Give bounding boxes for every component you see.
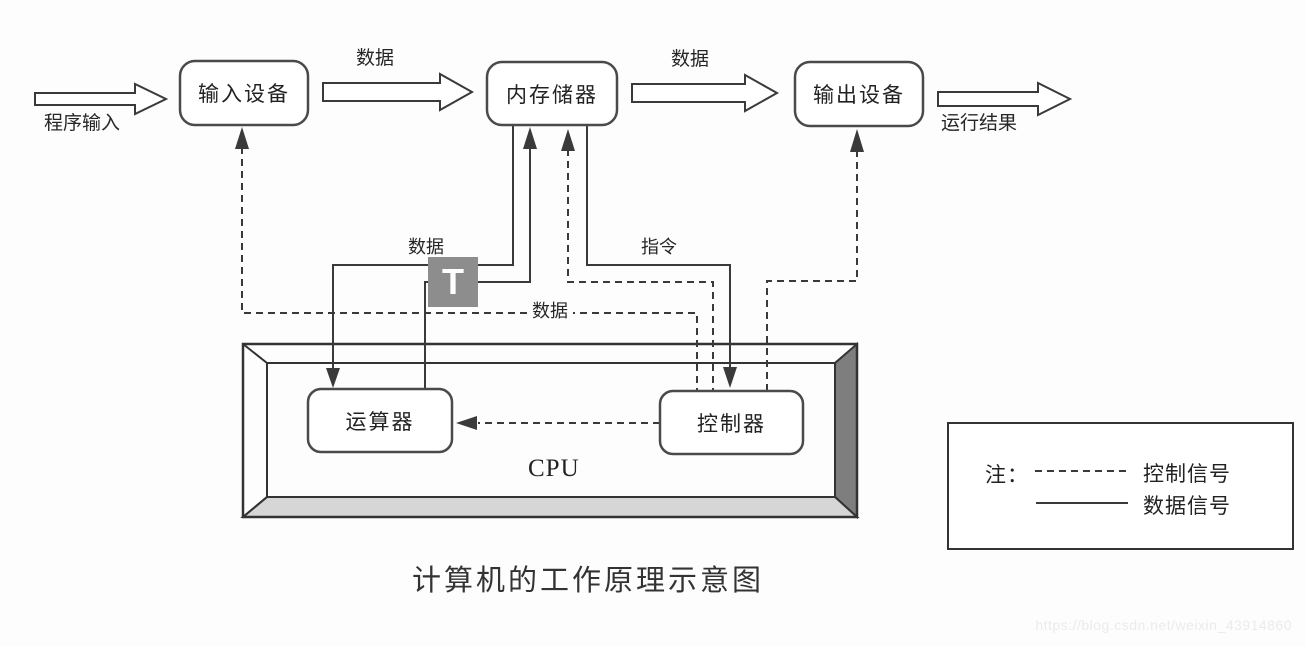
arrowhead-left-alu-icon	[456, 416, 477, 430]
dashed-controller-to-output	[766, 150, 858, 391]
box-controller	[658, 389, 805, 456]
cpu-bevel-right	[834, 341, 858, 520]
run-result-label: 运行结果	[941, 113, 1018, 134]
block-arrow-data-out-icon	[631, 73, 780, 113]
box-input-device	[178, 59, 310, 127]
input-device-label: 输入设备	[198, 83, 290, 106]
alu-label: 运算器	[345, 410, 415, 434]
output-device-label: 输出设备	[813, 84, 905, 107]
cpu-label: CPU	[528, 455, 580, 482]
cpu-bevel-bottom	[240, 496, 860, 518]
cpu-corner-bottomleft	[242, 496, 268, 518]
line-memory-to-controller	[586, 125, 731, 369]
legend-box	[947, 422, 1294, 550]
memory-label: 内存储器	[506, 83, 598, 107]
block-arrow-data-in-icon	[322, 72, 475, 112]
arrowhead-up-output-icon	[850, 129, 864, 152]
instruction-label: 指令	[641, 237, 677, 257]
block-arrow-run-result-icon	[937, 81, 1073, 117]
dashed-controller-to-input	[241, 147, 698, 391]
box-output-device	[793, 60, 925, 128]
t-watermark-icon: T	[428, 257, 478, 307]
watermark-url: https://blog.csdn.net/weixin_43914860	[1035, 617, 1292, 633]
arrowhead-down-controller-icon	[723, 367, 737, 388]
diagram-title: 计算机的工作原理示意图	[411, 565, 764, 597]
arrowhead-down-alu-icon	[326, 368, 340, 388]
data-mem-alu-label: 数据	[408, 237, 444, 257]
controller-label: 控制器	[697, 412, 766, 436]
legend-note-label: 注：	[985, 464, 1029, 487]
box-memory	[485, 60, 619, 127]
legend-data-signal-label: 数据信号	[1143, 495, 1231, 518]
data-ctrl-line-label: 数据	[527, 301, 573, 322]
cpu-outer-box	[241, 342, 859, 519]
arrowhead-up-memory-solid-icon	[523, 127, 537, 149]
legend-control-signal-label: 控制信号	[1143, 463, 1231, 486]
line-memory-to-alu	[332, 125, 514, 370]
data-out-label: 数据	[670, 49, 709, 70]
program-input-label: 程序输入	[44, 113, 121, 134]
arrowhead-up-input-icon	[235, 127, 249, 149]
block-arrow-program-input-icon	[34, 82, 169, 116]
dashed-controller-to-memory	[567, 149, 714, 391]
cpu-corner-topleft	[242, 343, 268, 364]
box-alu	[306, 387, 454, 454]
data-in-label: 数据	[355, 48, 394, 69]
arrowhead-up-memory-dashed-icon	[561, 129, 575, 151]
